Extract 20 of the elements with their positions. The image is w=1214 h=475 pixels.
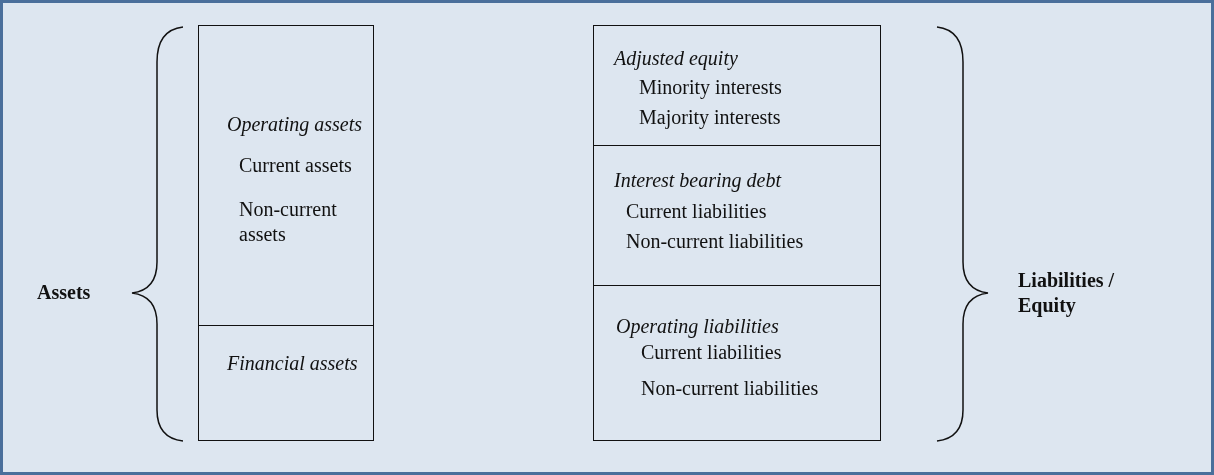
line-item: Current liabilities: [626, 199, 767, 224]
section-heading: Operating liabilities: [616, 314, 779, 339]
balance-sheet-section: [593, 285, 881, 441]
section-heading: Adjusted equity: [614, 46, 738, 71]
liabilities-equity-label: Liabilities / Equity: [1018, 268, 1116, 318]
balance-sheet-section: [593, 25, 881, 146]
assets-label: Assets: [37, 280, 92, 305]
balance-sheet-section: [593, 145, 881, 286]
line-item: Majority interests: [639, 105, 781, 130]
balance-sheet-section: [198, 325, 374, 441]
line-item: Non-current assets: [239, 197, 338, 247]
balance-sheet-section: [198, 25, 374, 326]
section-heading: Financial assets: [227, 351, 358, 376]
line-item: Current assets: [239, 153, 352, 178]
line-item: Non-current liabilities: [641, 376, 819, 401]
section-heading: Operating assets: [227, 112, 362, 137]
line-item: Current liabilities: [641, 340, 782, 365]
line-item: Non-current liabilities: [626, 229, 804, 254]
section-heading: Interest bearing debt: [614, 168, 781, 193]
line-item: Minority interests: [639, 75, 782, 100]
